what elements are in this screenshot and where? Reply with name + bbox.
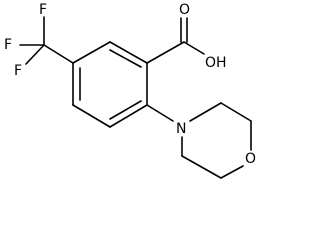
benzene-ring [72,41,148,128]
ring-bond-2 [109,41,148,64]
bond-ring-to-carboxyl [146,41,185,64]
ring-double-bond-top [109,49,142,68]
bond-c-oh [183,41,205,55]
morpholine-ring [146,102,252,179]
ring-bond-4 [109,104,148,128]
morpholine-bond-o-lower [220,165,244,179]
morpholine-oxygen-label: O [245,151,256,167]
trifluoromethyl-group [19,16,74,65]
chemical-structure-diagram: F F F O OH N O [4,2,256,179]
fluorine-label-bottom: F [14,63,22,79]
fluorine-label-top: F [39,2,47,18]
ring-double-bond-bottom [109,100,142,120]
fluorine-label-left: F [4,37,12,53]
carbonyl-oxygen-label: O [179,2,190,18]
morpholine-bond-lower-left [181,155,222,179]
morpholine-bond-upper-right [220,102,252,122]
ring-bond-1 [72,41,111,64]
bond-cf3-to-ring [43,44,74,64]
morpholine-nitrogen-label: N [176,121,186,137]
carboxylic-acid-group [146,17,205,64]
ring-bond-5 [72,104,111,128]
atom-labels: F F F O OH N O [4,2,256,167]
morpholine-bond-n-upper [189,102,222,122]
bond-c-f-bottom [25,44,45,65]
bond-ring-to-nitrogen [146,104,174,122]
hydroxyl-label: OH [205,55,227,71]
